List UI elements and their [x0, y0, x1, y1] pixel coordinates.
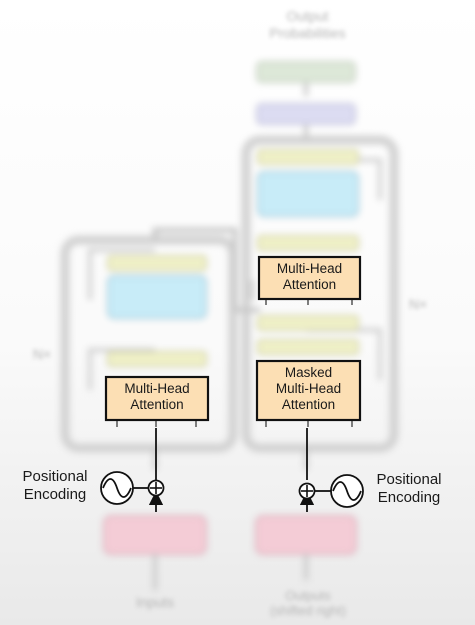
positional-encoding-left-label: Positional Encoding: [22, 468, 88, 503]
output-embedding-box: [255, 515, 357, 555]
input-embedding-box: [103, 515, 207, 555]
positional-encoding-left-icon: [100, 471, 165, 505]
positional-encoding-right-icon: [298, 474, 364, 508]
decoder-cross-attention-box: [257, 255, 362, 301]
encoder-stack-count-label: N×: [32, 346, 52, 362]
output-probabilities-label: Output Probabilities: [269, 8, 346, 41]
positional-encoding-right-label: Positional Encoding: [376, 471, 442, 506]
encoder-attention-label: Multi-Head Attention: [124, 381, 190, 412]
outputs-label: Outputs (shifted right): [270, 588, 346, 619]
linear-box: [256, 103, 356, 125]
decoder-stack-count-label: N×: [408, 296, 428, 312]
decoder-cross-attention-label: Multi-Head Attention: [276, 261, 343, 292]
blurred-architecture: [60, 61, 399, 590]
softmax-box: [256, 61, 356, 83]
decoder-masked-attention-box: [255, 359, 362, 422]
inputs-label: Inputs: [135, 594, 175, 610]
decoder-frame: [241, 135, 399, 453]
encoder-attention-box: [104, 375, 210, 422]
encoder-frame: [60, 235, 238, 453]
decoder-masked-attention-label: Masked Multi-Head Attention: [275, 365, 342, 412]
